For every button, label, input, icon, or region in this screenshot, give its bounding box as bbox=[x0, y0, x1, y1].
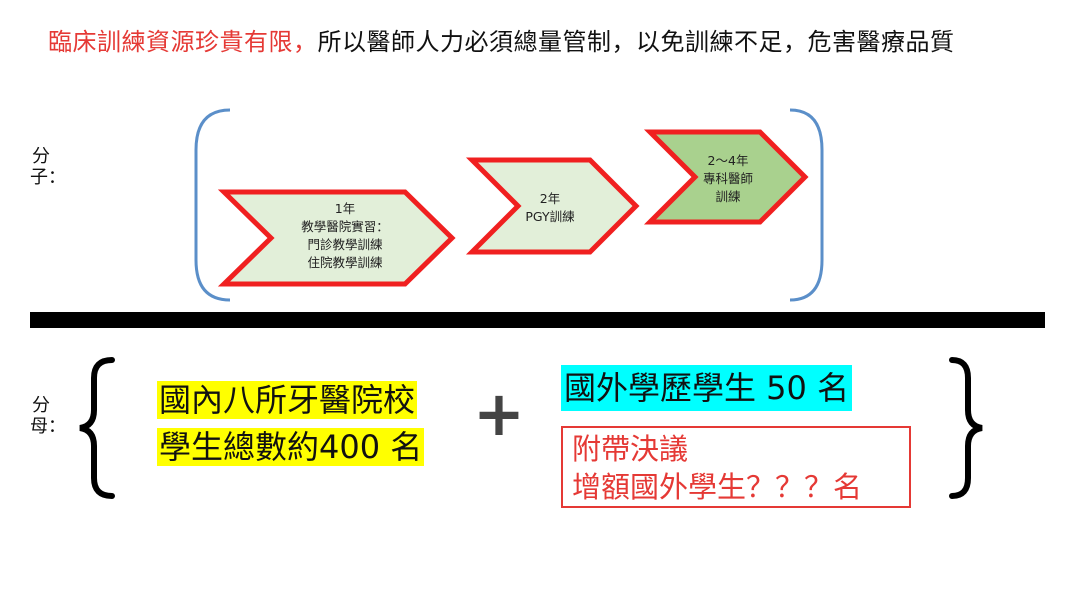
denominator-brace-left bbox=[79, 357, 115, 499]
stage1-item2: 住院教學訓練 bbox=[307, 255, 383, 270]
domestic-line2: 學生總數約400 名 bbox=[157, 428, 425, 466]
stage3-subtitle: 訓練 bbox=[715, 189, 741, 204]
resolution-line1: 附帶決議 bbox=[572, 432, 689, 466]
numerator-bracket-left bbox=[194, 108, 231, 302]
domestic-line1: 國內八所牙醫院校 bbox=[157, 381, 418, 419]
stage1-title: 教學醫院實習： bbox=[301, 219, 389, 234]
stage1-item1: 門診教學訓練 bbox=[307, 237, 383, 252]
stage2-text: 2年 PGY訓練 bbox=[505, 190, 595, 226]
stage3-chevron bbox=[643, 129, 809, 225]
domestic-students: 國內八所牙醫院校 學生總數約400 名 bbox=[157, 377, 425, 471]
denominator-brace-right bbox=[949, 357, 983, 499]
foreign-students: 國外學歷學生 50 名 bbox=[561, 365, 853, 411]
stage3-text: 2～4年 專科醫師 訓練 bbox=[678, 152, 778, 206]
stage2-chevron bbox=[465, 157, 640, 255]
title-rest: 所以醫師人力必須總量管制，以免訓練不足，危害醫療品質 bbox=[317, 28, 955, 56]
plus-sign: + bbox=[473, 377, 525, 450]
resolution-box: 附帶決議 增額國外學生？？？名 bbox=[561, 426, 911, 508]
resolution-line2: 增額國外學生？？？名 bbox=[572, 470, 863, 504]
stage2-duration: 2年 bbox=[539, 191, 561, 206]
stage2-title: PGY訓練 bbox=[525, 209, 575, 224]
stage3-duration: 2～4年 bbox=[707, 153, 749, 168]
stage1-chevron bbox=[217, 189, 456, 287]
fraction-divider bbox=[30, 312, 1045, 328]
stage1-text: 1年 教學醫院實習： 門診教學訓練 住院教學訓練 bbox=[270, 200, 420, 272]
slide-title: 臨床訓練資源珍貴有限，所以醫師人力必須總量管制，以免訓練不足，危害醫療品質 bbox=[48, 22, 1058, 57]
stage1-duration: 1年 bbox=[334, 201, 356, 216]
numerator-bracket-right bbox=[789, 108, 824, 302]
stage3-title: 專科醫師 bbox=[702, 171, 753, 186]
title-highlight: 臨床訓練資源珍貴有限， bbox=[48, 28, 318, 56]
